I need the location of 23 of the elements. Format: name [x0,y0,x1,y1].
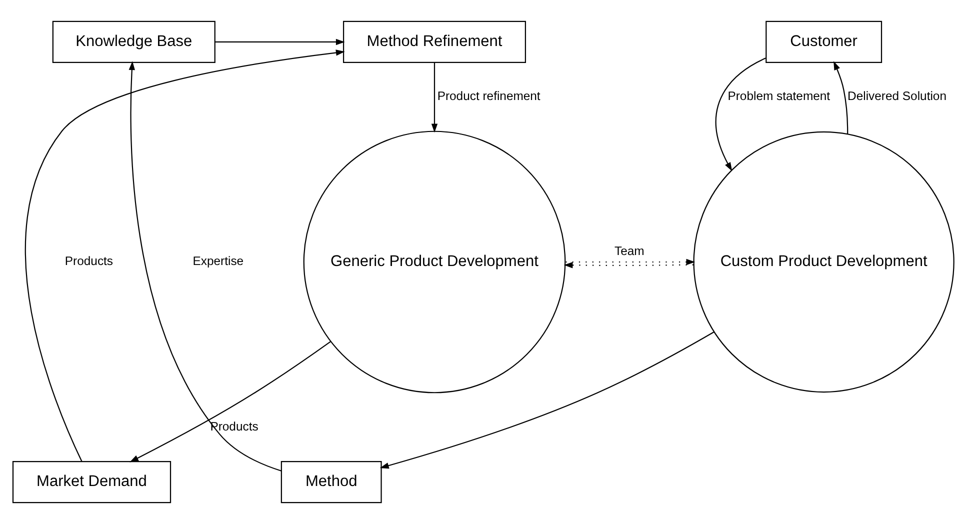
arrow [566,258,696,265]
node-box: Customer [766,20,882,63]
edge-label: Products [64,254,114,268]
node-box: Market Demand [12,460,172,503]
arrow [564,262,694,268]
node-circle: Generic Product Development [303,130,566,393]
arrow [130,340,331,462]
arrow [24,49,345,461]
arrow [834,60,848,134]
arrow [380,330,714,468]
node-box: Method [280,460,382,503]
arrow [715,57,766,171]
node-box: Method Refinement [342,20,526,63]
arrow [431,62,438,132]
arrow [214,38,345,45]
node-box: Knowledge Base [52,20,216,63]
edge-label: Product refinement [437,88,540,102]
edge-label: Team [614,244,644,258]
node-circle: Custom Product Development [693,130,954,392]
edge-label: Delivered Solution [848,88,946,102]
edge-label: Expertise [192,254,244,268]
arrow [128,60,282,471]
edge-label: Problem statement [728,88,830,102]
